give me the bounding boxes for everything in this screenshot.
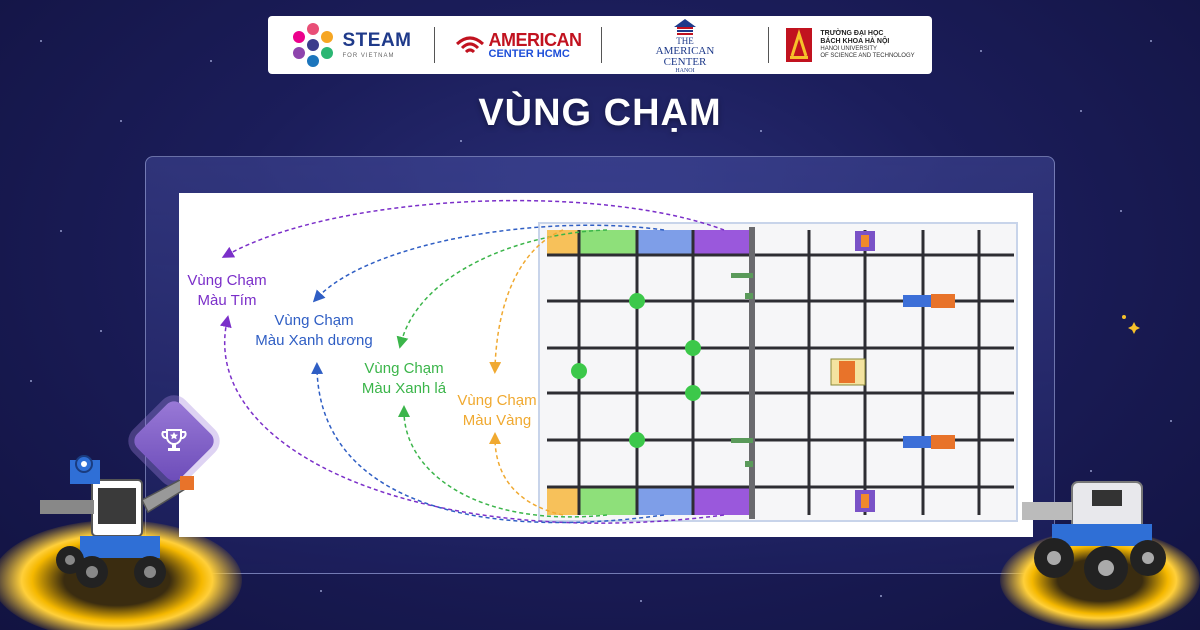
field-diagram: [219, 199, 1018, 524]
ach-line-2: AMERICAN: [655, 44, 715, 57]
ach-line-3: CENTER: [663, 55, 707, 68]
yellow-orange-robot: [830, 358, 866, 386]
blue-orange-bar-1: [903, 294, 955, 308]
arrow-blue-bottom: [311, 362, 665, 524]
ac-title: AMERICAN: [488, 29, 583, 50]
american-center-hcmc-logo: AMERICAN CENTER HCMC: [435, 16, 601, 74]
arrow-blue-top: [312, 224, 665, 303]
american-center-hanoi-logo: THE AMERICAN CENTER HANOI: [602, 16, 768, 74]
divider: [434, 27, 435, 63]
ac-subtitle: CENTER HCMC: [488, 47, 570, 60]
steam-logo: STEAM FOR VIETNAM: [268, 16, 434, 74]
field-grid-lines: [547, 230, 1014, 515]
zone-label-yellow-line2: Màu Vàng: [462, 412, 532, 429]
hust-line-1: TRƯỜNG ĐẠI HỌC: [820, 30, 884, 38]
arrow-yellow-top: [489, 229, 564, 374]
wall-connectors: [731, 273, 753, 467]
wifi-arc-icon: [455, 36, 484, 54]
ach-line-4: HANOI: [675, 67, 695, 74]
zone-green-top: [579, 230, 637, 256]
divider: [768, 27, 769, 63]
partner-logo-bar: STEAM FOR VIETNAM AMERICAN CENTER HCMC: [268, 16, 932, 74]
hust-line-4: OF SCIENCE AND TECHNOLOGY: [820, 53, 915, 60]
trophy-icon: [155, 421, 193, 459]
page-title: VÙNG CHẠM: [478, 92, 722, 134]
arrow-purple-bottom: [219, 315, 725, 524]
zone-label-purple-line1: Vùng Chạm: [187, 272, 267, 289]
arrow-purple-top: [221, 199, 725, 258]
zone-blue-bottom: [637, 487, 693, 515]
steam-icon: [291, 23, 335, 67]
field-board: [538, 222, 1018, 522]
steam-subtitle: FOR VIETNAM: [342, 53, 395, 59]
arrow-green-top: [396, 229, 608, 349]
zone-blue-top: [637, 230, 693, 256]
zone-label-purple: Vùng Chạm Màu Tím: [185, 271, 269, 311]
zone-green-bottom: [579, 487, 637, 515]
green-pins: [571, 293, 701, 448]
purple-robot-bottom: [855, 490, 875, 512]
zone-label-purple-line2: Màu Tím: [197, 292, 257, 309]
zone-label-green-line1: Vùng Chạm: [364, 360, 444, 377]
left-robot-illustration: [40, 455, 194, 588]
arrow-green-bottom: [398, 405, 608, 518]
hust-logo: TRƯỜNG ĐẠI HỌC BÁCH KHOA HÀ NỘI HANOI UN…: [769, 16, 932, 74]
center-wall: [749, 227, 755, 519]
blue-orange-bar-2: [903, 435, 955, 449]
zone-label-blue-line1: Vùng Chạm: [274, 312, 354, 329]
zone-label-yellow-line1: Vùng Chạm: [457, 392, 537, 409]
zone-label-blue-line2: Màu Xanh dương: [255, 332, 373, 349]
flag-house-icon: [673, 18, 696, 35]
hust-line-3: HANOI UNIVERSITY: [820, 46, 878, 53]
content-panel: Vùng Chạm Màu Tím Vùng Chạm Màu Xanh dươ…: [179, 193, 1033, 537]
zone-label-green-line2: Màu Xanh lá: [361, 380, 447, 397]
zone-purple-bottom: [693, 487, 753, 515]
hust-emblem-icon: [786, 28, 813, 62]
zone-purple-top: [693, 230, 753, 256]
zone-label-blue: Vùng Chạm Màu Xanh dương: [249, 311, 379, 351]
hust-line-2: BÁCH KHOA HÀ NỘI: [820, 38, 890, 46]
zone-yellow-bottom: [547, 487, 579, 515]
sparkle-icon: [1122, 315, 1140, 334]
zone-label-green: Vùng Chạm Màu Xanh lá: [349, 359, 459, 399]
ach-line-1: THE: [676, 35, 694, 46]
steam-title: STEAM: [342, 30, 412, 51]
divider: [601, 27, 602, 63]
right-robot-illustration: [1022, 481, 1166, 590]
arrow-yellow-bottom: [489, 432, 564, 516]
zone-label-yellow: Vùng Chạm Màu Vàng: [447, 391, 547, 431]
purple-robot-top: [855, 231, 875, 251]
